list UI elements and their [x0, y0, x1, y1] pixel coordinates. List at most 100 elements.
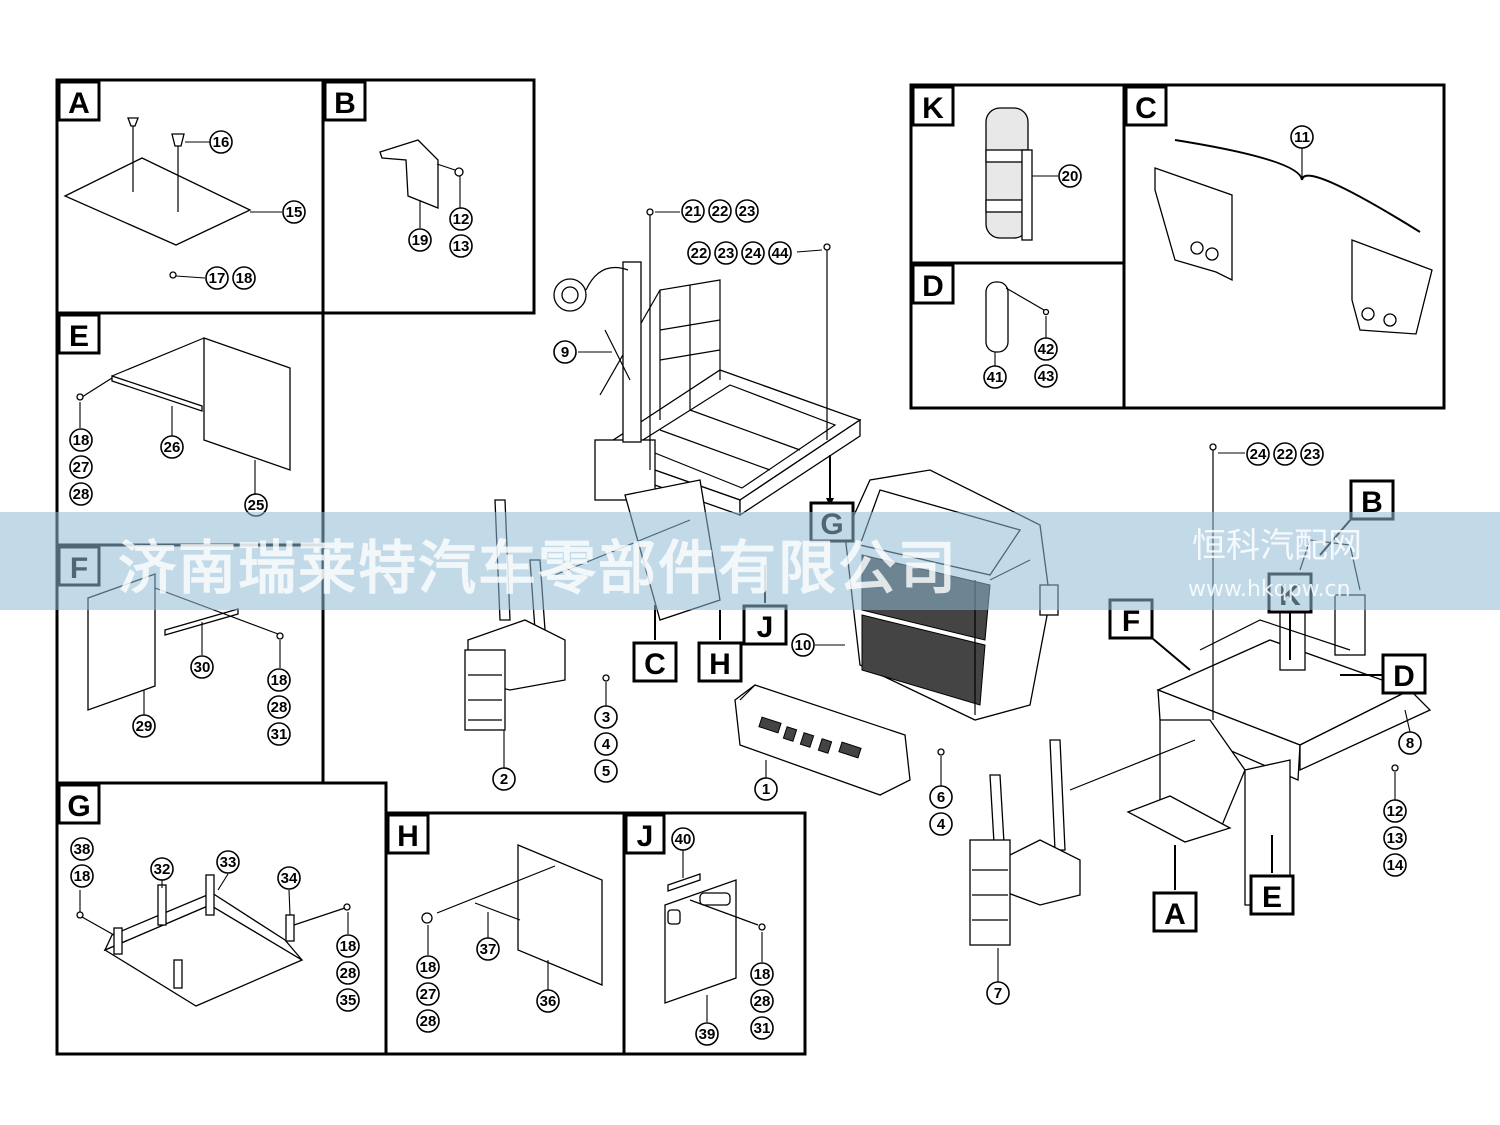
panel-J — [622, 811, 807, 1056]
ladder-frame — [464, 649, 506, 731]
callout-24: 24 — [1250, 446, 1267, 463]
callout: 18 — [232, 266, 256, 290]
callout-1: 1 — [762, 781, 770, 798]
callout-17: 17 — [209, 270, 226, 287]
callout-22: 22 — [1277, 446, 1294, 463]
trim-strip — [111, 375, 203, 412]
callout: 23 — [735, 199, 759, 223]
floor-plate — [63, 157, 252, 246]
callout-5: 5 — [602, 763, 610, 780]
step-box — [999, 839, 1081, 906]
callout: 40 — [671, 827, 695, 851]
callout-27: 27 — [73, 459, 90, 476]
guard-plate-left — [1154, 167, 1233, 282]
callout: 18 — [70, 864, 94, 888]
callout: 18 — [416, 955, 440, 979]
watermark-company-text: 济南瑞莱特汽车零部件有限公司 — [118, 534, 958, 602]
callout-43: 43 — [1038, 368, 1055, 385]
watermark-site-url: www.hkqpw.cn — [1188, 577, 1351, 602]
callout-32: 32 — [154, 861, 171, 878]
callout: 32 — [150, 857, 174, 881]
pointer-tag-C: C — [632, 641, 678, 683]
callout: 22 — [1273, 442, 1297, 466]
callout: 18 — [750, 962, 774, 986]
part-callouts: 16 15 17 18 12 13 19 18 27 28 26 25 30 1… — [69, 125, 1422, 1046]
panel-tags: A B E F G H J K C D — [57, 80, 1168, 855]
callout: 20 — [1058, 164, 1082, 188]
callout-18: 18 — [73, 432, 90, 449]
callout-15: 15 — [286, 204, 303, 221]
callout: 14 — [1383, 853, 1407, 877]
callout-30: 30 — [194, 659, 211, 676]
panel-A-drawing — [63, 117, 282, 279]
panel-tag-J-text: J — [637, 820, 654, 853]
callout: 27 — [416, 982, 440, 1006]
latch-plate — [667, 873, 701, 892]
panel-tag-B: B — [323, 80, 367, 122]
callout: 28 — [69, 482, 93, 506]
bolt — [127, 117, 139, 127]
callout: 28 — [336, 961, 360, 985]
callout: 18 — [336, 934, 360, 958]
callout-41: 41 — [987, 369, 1004, 386]
callout: 23 — [1300, 442, 1324, 466]
callout-23: 23 — [739, 203, 756, 220]
watermark: 济南瑞莱特汽车零部件有限公司 恒科汽配网 www.hkqpw.cn — [0, 512, 1500, 610]
callout: 5 — [594, 759, 618, 783]
callout-2: 2 — [500, 771, 508, 788]
callout: 28 — [750, 989, 774, 1013]
detail-panels — [55, 78, 1446, 1056]
callout-13: 13 — [453, 238, 470, 255]
callout: 31 — [750, 1016, 774, 1040]
callout-9: 9 — [561, 344, 569, 361]
callout-18: 18 — [236, 270, 253, 287]
callout-16: 16 — [213, 134, 230, 151]
pointer-tag-D-text: D — [1393, 660, 1415, 693]
callout: 43 — [1034, 364, 1058, 388]
watermark-band — [0, 512, 1500, 610]
tray-floor — [103, 904, 304, 1007]
panel-tag-D-text: D — [922, 270, 944, 303]
callout-11: 11 — [1294, 129, 1310, 146]
panel-E-drawing — [76, 337, 291, 494]
callout-39: 39 — [699, 1026, 716, 1043]
callout: 38 — [70, 837, 94, 861]
panel-tag-C: C — [1124, 85, 1168, 127]
callout-21: 21 — [685, 203, 702, 220]
callout-28: 28 — [754, 993, 771, 1010]
panel-H-drawing — [421, 844, 603, 990]
callout-28: 28 — [420, 1013, 437, 1030]
platform-frame — [594, 439, 656, 501]
pointer-tag-A-text: A — [1164, 898, 1186, 931]
callout: 26 — [160, 435, 184, 459]
panel-J-drawing — [664, 850, 766, 1022]
callout-34: 34 — [281, 870, 298, 887]
callout: 30 — [190, 655, 214, 679]
callout-18: 18 — [340, 938, 357, 955]
callout: 6 — [929, 785, 953, 809]
door-slot — [699, 892, 731, 906]
callout: 13 — [449, 234, 473, 258]
panel-tag-H: H — [386, 813, 430, 855]
callout: 36 — [536, 989, 560, 1013]
callout: 27 — [69, 455, 93, 479]
front-bumper-assembly — [734, 684, 945, 796]
callout-28: 28 — [73, 486, 90, 503]
bolt — [171, 133, 185, 147]
callout-4: 4 — [602, 736, 611, 753]
callout: 15 — [282, 200, 306, 224]
pointer-tags: G C H J B F K D A E — [632, 455, 1427, 933]
callout-31: 31 — [271, 726, 288, 743]
callout: 29 — [132, 714, 156, 738]
callout: 42 — [1034, 337, 1058, 361]
callout: 10 — [791, 633, 815, 657]
callout-22: 22 — [712, 203, 729, 220]
callout: 33 — [216, 850, 240, 874]
callout-25: 25 — [248, 497, 265, 514]
callout-36: 36 — [540, 993, 557, 1010]
callout-3: 3 — [602, 709, 610, 726]
callout-22: 22 — [691, 245, 708, 262]
panel-tag-C-text: C — [1135, 92, 1157, 125]
callout-7: 7 — [994, 985, 1002, 1002]
ladder-frame — [969, 839, 1011, 946]
